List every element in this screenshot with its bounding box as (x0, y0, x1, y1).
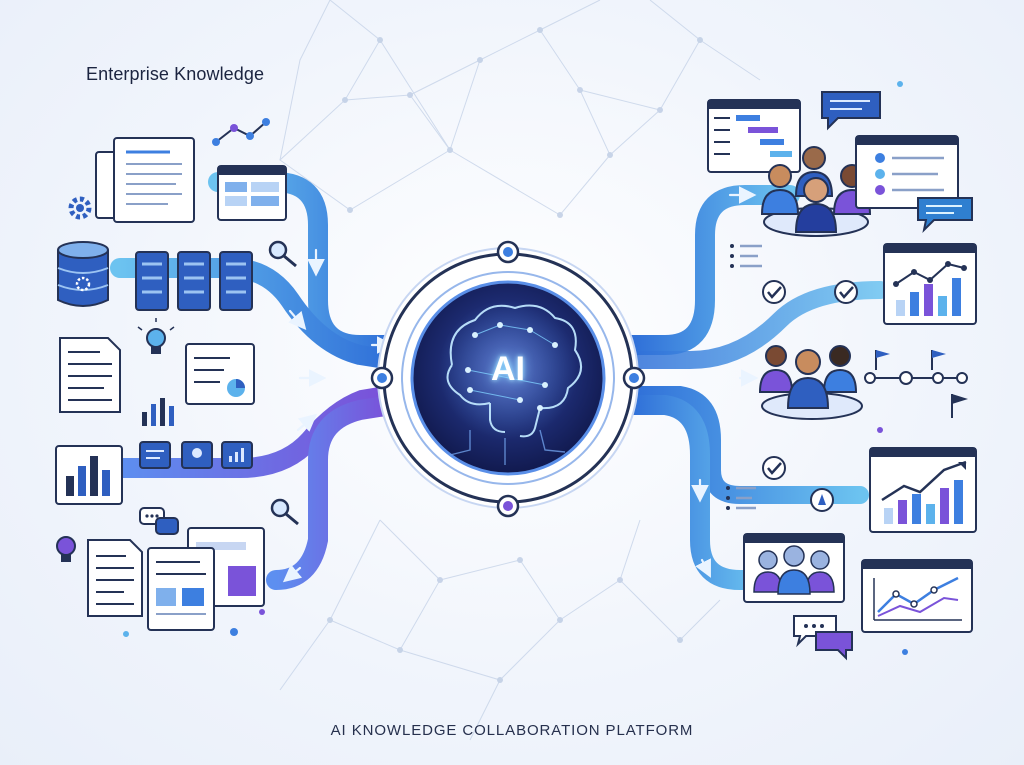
page-title: Enterprise Knowledge (86, 64, 265, 84)
analytics-window-icon (883, 243, 977, 325)
team-icon (758, 345, 863, 420)
database-icon (57, 241, 109, 307)
lightbulb-icon (810, 488, 834, 512)
bar-chart-icon (142, 398, 174, 426)
list-icon (726, 486, 756, 510)
gear-icon (68, 196, 92, 220)
browser-window-icon (217, 165, 287, 221)
chat-bubble-icon (917, 197, 973, 234)
video-meeting-icon (743, 533, 845, 603)
document-icon (59, 337, 121, 413)
lightbulb-icon (137, 318, 175, 354)
footer-caption: AI KNOWLEDGE COLLABORATION PLATFORM (330, 722, 694, 739)
team-icon (760, 146, 872, 237)
magnifier-icon (268, 240, 297, 268)
chat-bubbles-icon (793, 615, 853, 661)
chat-bubble-icon (821, 91, 881, 131)
decorative-dots (123, 609, 265, 637)
magnifier-icon (270, 498, 299, 526)
background-network (279, 0, 761, 741)
list-icon (730, 244, 762, 268)
chat-bubbles-icon (139, 507, 179, 535)
milestone-flags-icon (864, 350, 968, 418)
gantt-window-icon (707, 99, 801, 173)
line-chart-icon (212, 118, 270, 146)
profile-list-window-icon (855, 135, 959, 209)
growth-chart-window-icon (869, 447, 977, 533)
chat-cards-icon (139, 441, 253, 469)
decorative-dots (877, 81, 908, 655)
document-icon (95, 137, 195, 223)
data-cards-icon (135, 251, 253, 311)
ai-hub (370, 240, 646, 518)
bar-chart-window-icon (55, 445, 123, 505)
hub-label: AI (491, 350, 525, 388)
documents-stack-icon (87, 527, 265, 631)
lightbulb-icon (56, 536, 76, 562)
report-window-icon (185, 343, 255, 405)
trend-chart-window-icon (861, 559, 973, 633)
right-output-flows (622, 185, 889, 590)
check-icon (762, 280, 858, 304)
check-icon (762, 456, 786, 480)
